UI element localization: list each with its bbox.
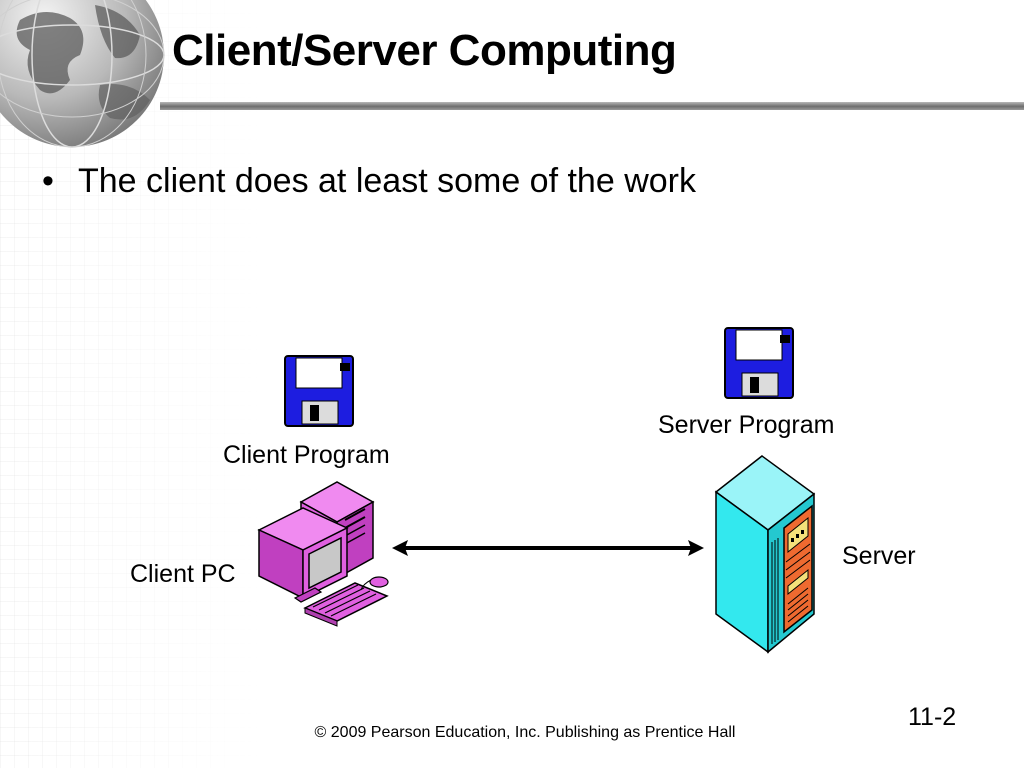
floppy-disk-icon <box>284 355 354 427</box>
client-pc-label: Client PC <box>130 560 236 588</box>
client-program-label: Client Program <box>223 441 390 469</box>
floppy-disk-icon <box>724 327 794 399</box>
server-label: Server <box>842 542 916 570</box>
bullet-marker: • <box>42 162 54 200</box>
server-program-label: Server Program <box>658 411 835 439</box>
double-arrow-icon <box>392 540 704 556</box>
bullet-item: • The client does at least some of the wo… <box>42 162 696 201</box>
desktop-computer-icon <box>257 481 389 627</box>
slide-title: Client/Server Computing <box>172 26 677 75</box>
copyright-footer: © 2009 Pearson Education, Inc. Publishin… <box>314 724 736 741</box>
title-underline <box>160 102 1024 110</box>
server-tower-icon <box>714 455 816 654</box>
bullet-text: The client does at least some of the wor… <box>78 162 696 200</box>
page-number: 11-2 <box>908 703 957 731</box>
globe-icon <box>0 0 165 148</box>
